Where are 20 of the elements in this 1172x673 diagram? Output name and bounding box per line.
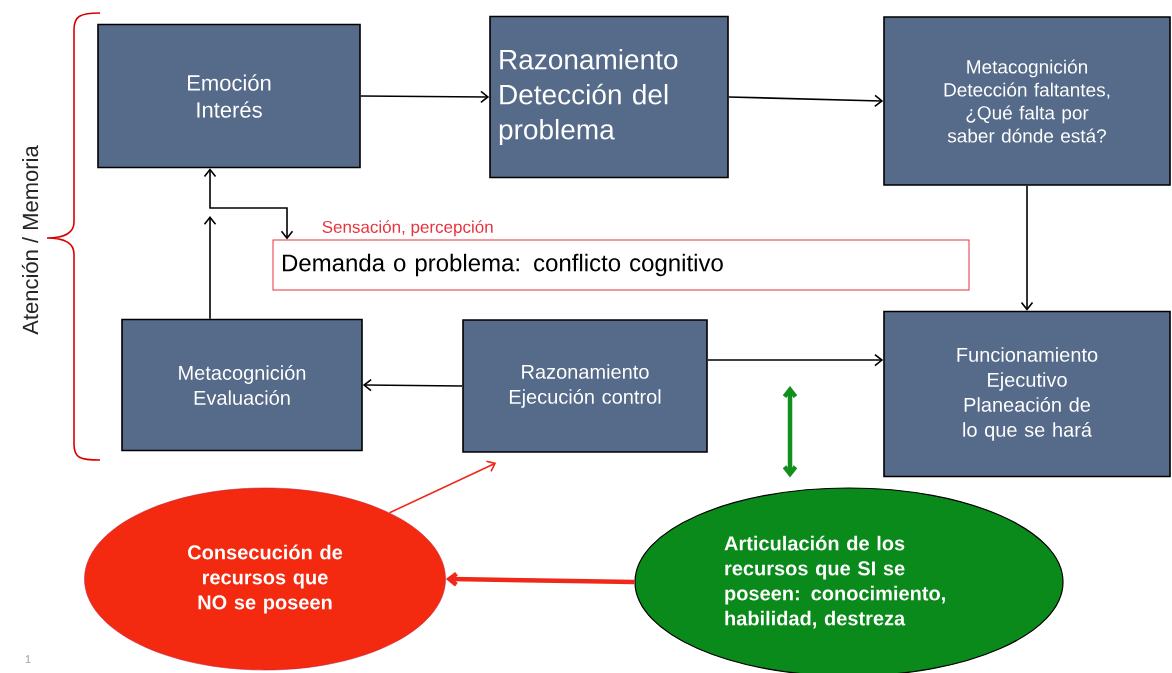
arrow bbox=[203, 168, 294, 240]
process-box: Razonamiento Ejecución control bbox=[462, 319, 708, 453]
page-number: 1 bbox=[25, 655, 31, 663]
arrow bbox=[1020, 185, 1034, 311]
process-box: Razonamiento Detección del problema bbox=[489, 15, 729, 179]
arrow bbox=[360, 90, 490, 104]
process-box: Emoción Interés bbox=[97, 23, 361, 169]
arrow bbox=[388, 460, 497, 514]
process-box: Funcionamiento Ejecutivo Planeación de lo que se hará bbox=[883, 310, 1171, 478]
arrow bbox=[203, 216, 217, 320]
arrow bbox=[362, 378, 463, 392]
caption-text: Sensación, percepción bbox=[322, 220, 493, 237]
problem-box: Demanda o problema: conflicto cognitivo bbox=[272, 239, 970, 291]
arrow bbox=[707, 353, 884, 367]
process-box: Metacognición Evaluación bbox=[121, 318, 363, 452]
process-box: Metacognición Detección faltantes, ¿Qué falta por saber dónde está? bbox=[883, 16, 1171, 186]
arrow bbox=[782, 386, 798, 478]
arrow bbox=[445, 571, 635, 587]
arrow bbox=[728, 94, 884, 108]
side-label: Atención / Memoria bbox=[21, 145, 39, 335]
